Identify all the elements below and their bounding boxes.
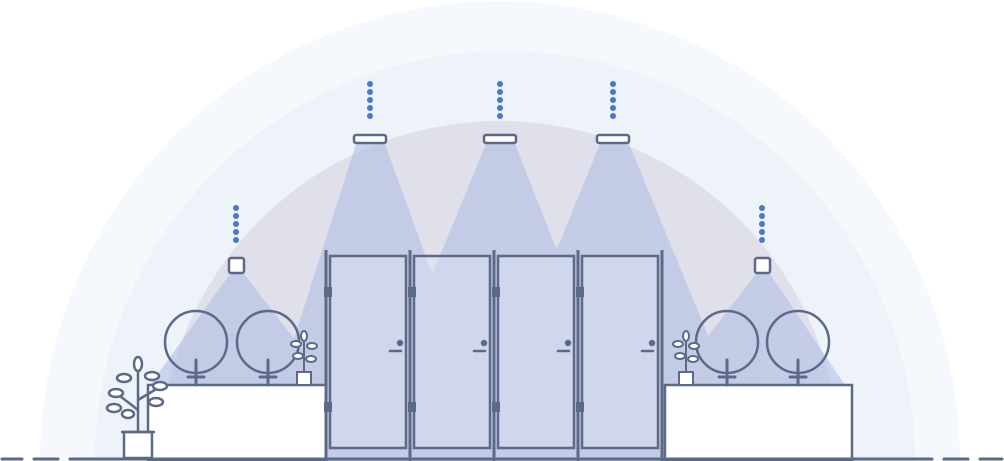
ceiling-light-icon (595, 133, 631, 145)
door-handle-icon (640, 339, 656, 353)
occupancy-sensor-icon (753, 256, 772, 275)
counter-plants (290, 330, 700, 386)
signal-dots-icon (367, 81, 373, 119)
potted-plant-icon (672, 330, 700, 386)
door-hinge-icon (576, 287, 584, 297)
ceiling-lights (352, 133, 631, 145)
door-hinge-icon (324, 287, 332, 297)
door-hinge-icon (492, 402, 500, 412)
potted-plant-icon (105, 355, 169, 460)
potted-plant-icon (290, 330, 318, 386)
door-handle-icon (556, 339, 572, 353)
faucets (186, 358, 808, 387)
beam-sensor-right (670, 274, 845, 385)
counter-left (146, 383, 328, 461)
counter-right (663, 383, 854, 461)
signal-dots (233, 81, 765, 243)
occupancy-sensor-icon (227, 256, 246, 275)
signal-dots-icon (497, 81, 503, 119)
signal-dots-icon (759, 205, 765, 243)
signal-dots-icon (233, 205, 239, 243)
signal-dots-icon (610, 81, 616, 119)
door-hinge-icon (324, 402, 332, 412)
stalls (324, 250, 664, 461)
door-hinge-icon (408, 287, 416, 297)
door-hinge-icon (576, 402, 584, 412)
door-handle-icon (472, 339, 488, 353)
door-handle-icon (388, 339, 404, 353)
ceiling-light-icon (482, 133, 518, 145)
faucet-icon (788, 358, 808, 387)
wall-sensors (227, 256, 772, 275)
door-hinge-icon (492, 287, 500, 297)
faucet-icon (717, 358, 737, 387)
door-hinge-icon (408, 402, 416, 412)
ceiling-light-icon (352, 133, 388, 145)
faucet-icon (258, 358, 278, 387)
faucet-icon (186, 358, 206, 387)
